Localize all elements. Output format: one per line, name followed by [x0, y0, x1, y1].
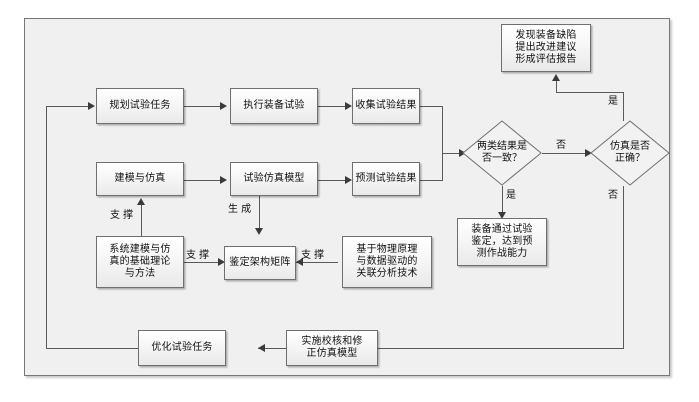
node-execute-equip-test[interactable]: 执行装备试验 — [230, 88, 318, 124]
edge-vv-to-optimize — [258, 348, 286, 349]
edge-merge-to-diamond — [442, 153, 462, 154]
node-label-line3: 形成评估报告 — [515, 54, 577, 65]
edge-left-loop-top — [46, 106, 90, 107]
arrowhead-simmodel-to-matrix — [255, 228, 263, 235]
node-collect-test-result[interactable]: 收集试验结果 — [352, 88, 420, 124]
node-label-line2: 与数据驱动的 — [356, 256, 418, 267]
node-label-line2: 真的基础理论 — [109, 256, 171, 267]
edge-label-consistent-yes: 是 — [506, 190, 516, 201]
node-label-line1: 两类结果是 — [477, 141, 527, 152]
node-label: 规划试验任务 — [109, 100, 171, 111]
node-test-sim-model[interactable]: 试验仿真模型 — [230, 162, 318, 196]
arrowhead-corr-to-matrix — [296, 258, 303, 266]
arrowhead-to-execute — [220, 102, 227, 110]
node-label-line1: 仿真是否 — [610, 141, 650, 152]
arrowhead-to-diamond-simcorrect — [585, 149, 592, 157]
node-defect-report[interactable]: 发现装备缺陷 提出改进建议 形成评估报告 — [501, 24, 591, 72]
arrowhead-theory-to-modeling — [137, 198, 145, 205]
arrowhead-to-predict — [345, 176, 352, 184]
node-appraisal-matrix[interactable]: 鉴定架构矩阵 — [224, 246, 296, 280]
edge-label-consistent-no: 否 — [556, 140, 566, 151]
node-label: 建模与仿真 — [114, 173, 166, 184]
edge-consistent-no — [542, 153, 588, 154]
arrowhead-to-plan-task — [88, 102, 95, 110]
edge-label-sim-yes: 是 — [608, 96, 618, 107]
edge-simmodel-to-matrix — [259, 196, 260, 230]
node-theory-methods[interactable]: 系统建模与仿 真的基础理论 与方法 — [96, 236, 184, 288]
node-decision-two-results-consistent[interactable]: 两类结果是 否一致？ — [462, 120, 542, 186]
node-label: 试验仿真模型 — [243, 173, 305, 184]
node-label-line2: 正仿真模型 — [306, 348, 358, 359]
edge-simcorrect-yes-vertical — [623, 92, 624, 121]
edge-simcorrect-yes-up — [556, 80, 557, 93]
node-optimize-test-task[interactable]: 优化试验任务 — [138, 330, 226, 366]
node-label-line2: 否一致？ — [482, 153, 522, 164]
node-correlation-tech[interactable]: 基于物理原理 与数据驱动的 关联分析技术 — [342, 236, 432, 288]
node-modeling-simulation[interactable]: 建模与仿真 — [96, 162, 184, 196]
diamond-shape — [590, 120, 670, 186]
edge-label-support-matrix-right: 支 撑 — [301, 250, 325, 261]
node-label-line1: 实施校核和修 — [301, 336, 363, 347]
arrowhead-to-defect-report — [552, 74, 560, 81]
edge-left-loop-vertical — [46, 106, 47, 349]
edge-modeling-to-simmodel — [184, 180, 222, 181]
edge-label-support-matrix-left: 支 撑 — [186, 250, 210, 261]
node-label-line2: 鉴定，达到预 — [471, 236, 533, 247]
arrowhead-to-simmodel — [220, 176, 227, 184]
node-label-line3: 与方法 — [124, 268, 156, 279]
node-plan-test-task[interactable]: 规划试验任务 — [96, 88, 184, 124]
arrowhead-to-equip-pass — [498, 212, 506, 219]
node-predict-test-result[interactable]: 预测试验结果 — [352, 162, 420, 196]
node-label-line3: 测作战能力 — [476, 248, 528, 259]
edge-predict-out — [419, 180, 443, 181]
arrowhead-to-collect — [345, 102, 352, 110]
node-label: 收集试验结果 — [355, 100, 417, 111]
edge-label-sim-no: 否 — [608, 190, 618, 201]
node-label-line1: 基于物理原理 — [356, 244, 418, 255]
node-label-line1: 发现装备缺陷 — [515, 30, 577, 41]
edge-simcorrect-yes-horizontal — [556, 92, 624, 93]
edge-plan-to-execute — [184, 106, 222, 107]
node-label-line2: 正确？ — [615, 153, 645, 164]
arrowhead-to-optimize — [258, 344, 265, 352]
node-label: 执行装备试验 — [243, 100, 305, 111]
node-label: 优化试验任务 — [151, 342, 213, 353]
edge-simmodel-to-predict — [318, 180, 348, 181]
node-decision-simulation-correct[interactable]: 仿真是否 正确？ — [590, 120, 670, 186]
node-label-line3: 关联分析技术 — [356, 268, 418, 279]
edge-consistent-yes — [502, 186, 503, 215]
node-equip-pass[interactable]: 装备通过试验 鉴定，达到预 测作战能力 — [457, 218, 547, 266]
edge-execute-to-collect — [318, 106, 348, 107]
edge-label-support-modeling: 支 撑 — [110, 210, 134, 221]
edge-theory-to-modeling — [141, 204, 142, 236]
edge-merge-vertical — [442, 106, 443, 181]
edge-collect-out — [419, 106, 443, 107]
node-vv-correct-model[interactable]: 实施校核和修 正仿真模型 — [286, 330, 378, 366]
outer-frame — [24, 18, 670, 376]
edge-label-generate: 生 成 — [228, 204, 252, 215]
edge-simcorrect-no-vertical — [623, 186, 624, 349]
edge-simcorrect-no-bottom — [378, 348, 624, 349]
edge-theory-to-matrix — [184, 262, 220, 263]
diamond-shape — [462, 120, 542, 186]
node-label-line2: 提出改进建议 — [515, 42, 577, 53]
edge-corr-to-matrix — [296, 262, 338, 263]
edge-left-loop-bottom — [46, 348, 138, 349]
node-label: 鉴定架构矩阵 — [229, 257, 291, 268]
node-label-line1: 系统建模与仿 — [109, 244, 171, 255]
node-label: 预测试验结果 — [355, 173, 417, 184]
arrowhead-theory-to-matrix — [218, 258, 225, 266]
node-label-line1: 装备通过试验 — [471, 224, 533, 235]
